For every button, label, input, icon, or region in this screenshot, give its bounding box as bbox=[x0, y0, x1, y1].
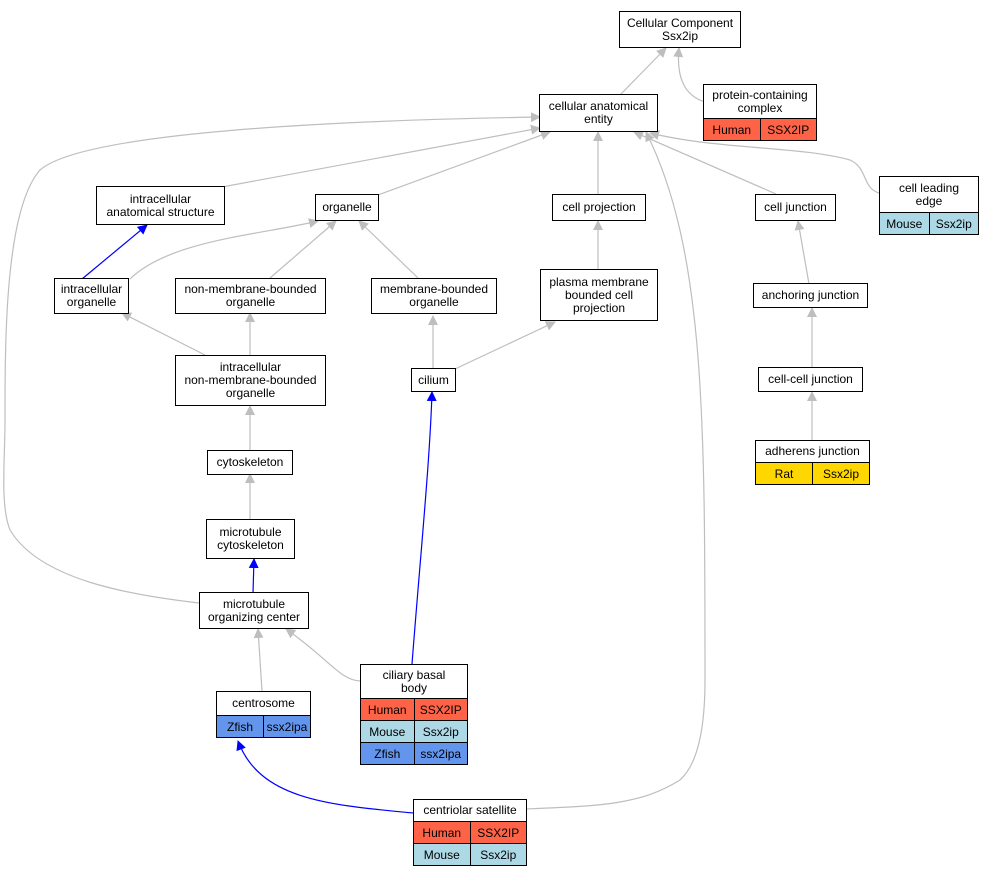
edge-mbo-to-organelle bbox=[358, 220, 419, 279]
node-label: ciliary basal body bbox=[382, 667, 446, 695]
node-label: anchoring junction bbox=[761, 288, 860, 302]
edge-centriolar-satellite-to-centrosome bbox=[236, 740, 414, 814]
node-cell-cell-junction[interactable]: cell-cell junction bbox=[758, 367, 863, 392]
edge-cell-junction-to-cae bbox=[633, 131, 777, 195]
node-cilium[interactable]: cilium bbox=[411, 368, 456, 392]
annotation-row: Human SSX2IP bbox=[361, 698, 467, 720]
node-cytoskeleton[interactable]: cytoskeleton bbox=[207, 450, 293, 475]
species-cell: Zfish bbox=[374, 746, 401, 761]
edge-mtoc-to-mt-cytoskeleton bbox=[248, 558, 259, 594]
node-microtubule-organizing-center[interactable]: microtubule organizing center bbox=[199, 592, 309, 629]
species-cell: Mouse bbox=[886, 216, 923, 231]
annotation-row: Rat Ssx2ip bbox=[756, 462, 869, 484]
node-microtubule-cytoskeleton[interactable]: microtubule cytoskeleton bbox=[206, 519, 295, 559]
gene-cell: Ssx2ip bbox=[413, 721, 468, 742]
node-label: cilium bbox=[418, 372, 449, 387]
species-cell: Human bbox=[367, 702, 407, 717]
edge-intracellular-organelle-to-ias bbox=[81, 224, 148, 280]
node-label: microtubule organizing center bbox=[207, 596, 301, 624]
node-label: intracellular anatomical structure bbox=[106, 191, 215, 219]
node-cell-projection[interactable]: cell projection bbox=[552, 194, 646, 221]
node-label: non-membrane-bounded organelle bbox=[184, 282, 317, 309]
gene-cell: SSX2IP bbox=[759, 119, 817, 140]
edge-cbb-to-cilium bbox=[411, 391, 437, 665]
edge-intracellular-nmbo-to-intracellular-organelle bbox=[121, 312, 206, 356]
node-anchoring-junction[interactable]: anchoring junction bbox=[753, 283, 868, 308]
annotation-row: Mouse Ssx2ip bbox=[414, 843, 526, 865]
species-cell: Mouse bbox=[369, 724, 406, 739]
edge-intracellular-organelle-to-organelle bbox=[129, 218, 319, 280]
edge-organelle-to-cae bbox=[377, 130, 551, 196]
node-membrane-bounded-organelle[interactable]: membrane-bounded organelle bbox=[371, 278, 497, 314]
edge-centriolar-satellite-to-cae bbox=[523, 131, 706, 810]
edge-nmbo-to-organelle bbox=[269, 220, 337, 279]
species-cell: Human bbox=[422, 825, 462, 840]
gene-cell: Ssx2ip bbox=[469, 844, 527, 865]
edge-anchoring-to-cell-junction bbox=[794, 220, 810, 285]
node-non-membrane-bounded-organelle[interactable]: non-membrane-bounded organelle bbox=[175, 278, 326, 314]
species-cell: Mouse bbox=[423, 847, 460, 862]
node-plasma-membrane-bounded-cell-projection[interactable]: plasma membrane bounded cell projection bbox=[540, 269, 658, 321]
node-label: cellular anatomical entity bbox=[548, 99, 649, 126]
node-label: cell-cell junction bbox=[768, 372, 853, 386]
annotation-row: Zfish ssx2ipa bbox=[361, 742, 467, 764]
node-label: adherens junction bbox=[765, 444, 860, 458]
node-label: cytoskeleton bbox=[216, 455, 284, 469]
edge-cell-leading-edge-to-cae bbox=[649, 130, 880, 194]
edge-centrosome-to-mtoc bbox=[253, 628, 264, 692]
annotation-row: Human SSX2IP bbox=[704, 118, 816, 140]
gene-cell: Ssx2ip bbox=[812, 463, 869, 484]
node-label: centrosome bbox=[232, 696, 295, 710]
node-intracellular-non-membrane-bounded-organelle[interactable]: intracellular non-membrane-bounded organ… bbox=[175, 355, 326, 406]
node-label: protein-containing complex bbox=[712, 87, 808, 115]
edge-mtoc-to-cae bbox=[3, 112, 541, 604]
gene-cell: Ssx2ip bbox=[928, 213, 979, 234]
node-label: cell projection bbox=[562, 200, 636, 214]
node-label: organelle bbox=[322, 200, 372, 214]
edge-pcc-to-cellular-component bbox=[673, 47, 706, 103]
node-label: cell junction bbox=[764, 200, 827, 214]
species-cell: Zfish bbox=[226, 719, 253, 734]
edge-ias-to-cae bbox=[221, 124, 541, 188]
node-cellular-anatomical-entity[interactable]: cellular anatomical entity bbox=[539, 94, 658, 132]
gene-cell: ssx2ipa bbox=[263, 716, 310, 737]
edge-cae-to-cellular-component bbox=[619, 47, 667, 96]
node-label: plasma membrane bounded cell projection bbox=[549, 274, 649, 315]
node-cell-junction[interactable]: cell junction bbox=[755, 194, 836, 221]
edge-cbb-to-mtoc bbox=[285, 628, 361, 682]
annotation-row: Zfish ssx2ipa bbox=[217, 715, 310, 737]
gene-cell: SSX2IP bbox=[413, 699, 468, 720]
gene-cell: SSX2IP bbox=[469, 822, 527, 843]
node-cellular-component[interactable]: Cellular Component Ssx2ip bbox=[619, 11, 741, 48]
node-label: Cellular Component Ssx2ip bbox=[626, 15, 734, 43]
edge-cilium-to-pmbcp bbox=[454, 321, 556, 370]
annotation-row: Mouse Ssx2ip bbox=[880, 212, 978, 234]
node-label: centriolar satellite bbox=[423, 803, 517, 817]
node-intracellular-anatomical-structure[interactable]: intracellular anatomical structure bbox=[96, 186, 225, 225]
annotation-row: Human SSX2IP bbox=[414, 821, 526, 843]
node-label: membrane-bounded organelle bbox=[379, 282, 489, 309]
gene-cell: ssx2ipa bbox=[413, 743, 468, 764]
node-label: cell leading edge bbox=[898, 180, 960, 208]
node-label: intracellular organelle bbox=[60, 282, 123, 309]
species-cell: Human bbox=[712, 122, 752, 137]
node-intracellular-organelle[interactable]: intracellular organelle bbox=[54, 278, 129, 314]
node-organelle[interactable]: organelle bbox=[315, 194, 379, 221]
annotation-row: Mouse Ssx2ip bbox=[361, 720, 467, 742]
species-cell: Rat bbox=[774, 466, 794, 481]
node-label: intracellular non-membrane-bounded organ… bbox=[184, 360, 317, 400]
node-label: microtubule cytoskeleton bbox=[217, 525, 284, 552]
